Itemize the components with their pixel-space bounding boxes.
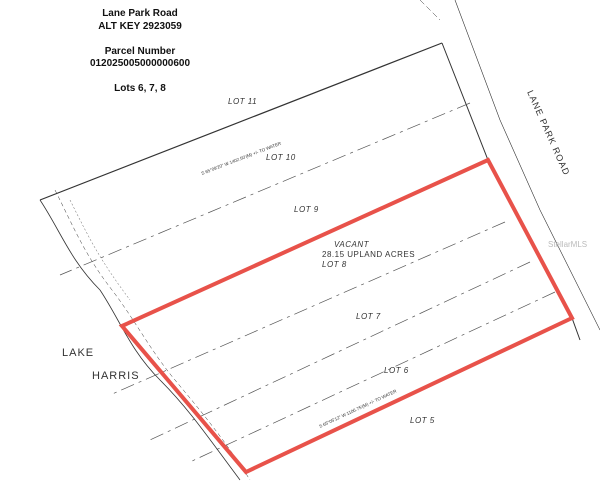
watermark: StellarMLS: [548, 240, 587, 249]
lot-11-boundary: [39, 42, 443, 201]
road-centerline: [454, 0, 600, 331]
lots-label: Lots 6, 7, 8: [114, 83, 166, 94]
lot-line: [149, 261, 531, 441]
vacant-label: VACANT: [334, 240, 370, 249]
lot-6-label: LOT 6: [384, 366, 409, 375]
lot-lines: [59, 102, 556, 463]
lot-10-label: LOT 10: [266, 153, 296, 162]
subject-parcel-outline: [118, 157, 575, 475]
street-name: Lane Park Road: [102, 8, 178, 19]
lake-label: LAKE: [62, 347, 94, 359]
lot-line: [59, 102, 471, 276]
lot-11-label: LOT 11: [228, 97, 257, 106]
road-edge-line: [419, 0, 441, 21]
harris-label: HARRIS: [92, 370, 140, 382]
acreage-label: 28.15 UPLAND ACRES: [322, 250, 415, 259]
alt-key: ALT KEY 2923059: [98, 20, 182, 32]
lake-shoreline: [39, 199, 241, 481]
lot-8-label: LOT 8: [322, 260, 347, 269]
parcel-label: Parcel Number: [104, 45, 176, 57]
lot-9-label: LOT 9: [294, 205, 319, 214]
bottom-bearing: S 65°05'12" W 1106.75'(M) +/- TO WATER: [318, 388, 398, 429]
lot-line: [109, 221, 506, 396]
lot-7-label: LOT 7: [356, 312, 381, 321]
flood-line: [69, 199, 131, 301]
wetland-line: [54, 189, 251, 481]
lot-5-label: LOT 5: [410, 416, 435, 425]
road-label: LANE PARK ROAD: [525, 89, 572, 177]
lot-line: [189, 291, 556, 463]
parcel-info-header: Lane Park Road ALT KEY 2923059 Parcel Nu…: [60, 8, 220, 96]
parcel-number: 012025005000000600: [89, 58, 191, 69]
